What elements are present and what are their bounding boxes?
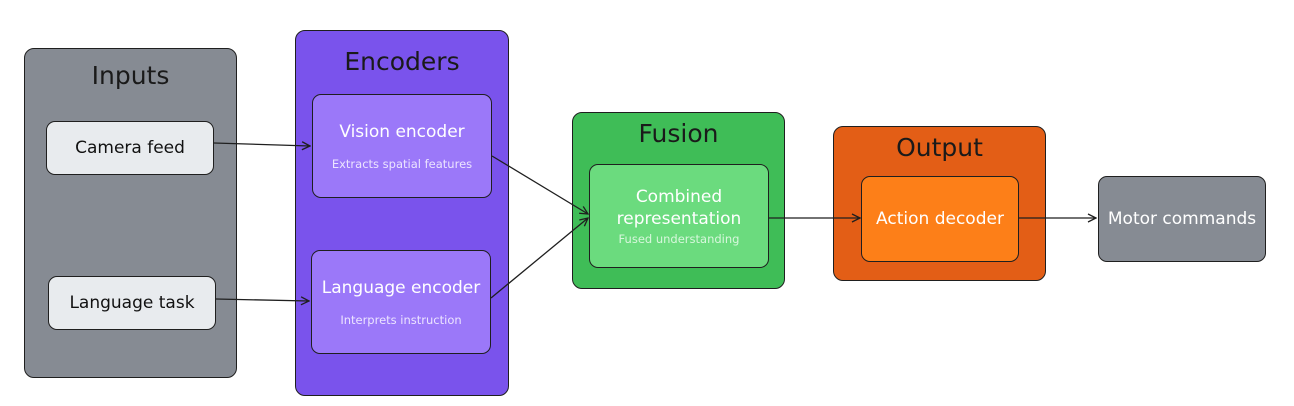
camera-feed-label: Camera feed: [75, 138, 185, 158]
camera-feed-node: Camera feed: [46, 121, 214, 175]
combined-representation-subtitle: Fused understanding: [618, 232, 740, 246]
combined-representation-node: Combined representation Fused understand…: [589, 164, 769, 268]
combined-representation-title: Combined representation: [616, 187, 742, 229]
vision-encoder-title: Vision encoder: [339, 122, 465, 142]
encoders-group-title: Encoders: [344, 47, 460, 76]
language-encoder-node: Language encoder Interprets instruction: [311, 250, 491, 354]
vision-encoder-node: Vision encoder Extracts spatial features: [312, 94, 492, 198]
fusion-group-title: Fusion: [638, 119, 719, 148]
vision-encoder-subtitle: Extracts spatial features: [331, 157, 473, 171]
action-decoder-node: Action decoder: [861, 176, 1019, 262]
motor-commands-label: Motor commands: [1107, 209, 1257, 229]
language-task-label: Language task: [69, 293, 195, 313]
language-encoder-subtitle: Interprets instruction: [340, 313, 462, 327]
language-encoder-title: Language encoder: [321, 278, 481, 298]
inputs-group-title: Inputs: [91, 61, 170, 90]
action-decoder-label: Action decoder: [876, 209, 1004, 229]
output-group-title: Output: [896, 133, 983, 162]
language-task-node: Language task: [48, 276, 216, 330]
motor-commands-node: Motor commands: [1098, 176, 1266, 262]
